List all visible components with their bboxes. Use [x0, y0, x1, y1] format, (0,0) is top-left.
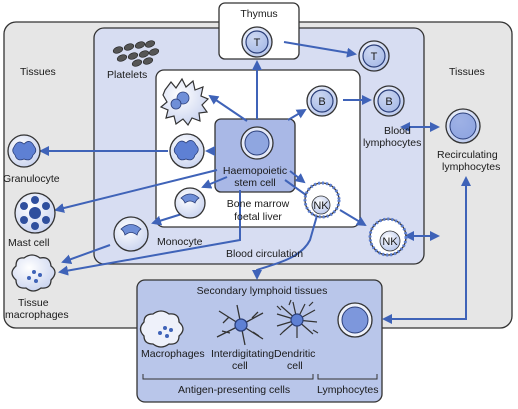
interdigitating-label-1: Interdigitating — [211, 348, 274, 360]
tissue-macrophage-icon — [11, 254, 56, 292]
interdigitating-cell-icon — [216, 304, 264, 346]
platelets-icon — [112, 40, 160, 67]
recirculating-label-1: Recirculating — [437, 149, 498, 161]
b-cell-label-blood: B — [385, 96, 392, 108]
thymus-label: Thymus — [240, 8, 277, 20]
stem-cell-label-1: Haemopoietic — [223, 165, 287, 177]
mast-cell-icon — [14, 192, 56, 234]
t-cell-label-thymus: T — [254, 37, 261, 49]
platelets-label: Platelets — [107, 69, 147, 81]
marrow-b-cell: B — [306, 85, 338, 117]
nk-label-blood: NK — [382, 236, 398, 248]
dendritic-label-1: Dendritic — [274, 348, 315, 360]
antigen-presenting-label: Antigen-presenting cells — [178, 384, 290, 396]
interdigitating-label-2: cell — [232, 360, 248, 372]
t-cell-label-blood: T — [371, 51, 378, 63]
arrows — [39, 41, 471, 324]
blood-t-cell: T — [358, 40, 390, 72]
dendritic-label-2: cell — [287, 360, 303, 372]
marrow-granulocyte-icon — [169, 133, 205, 169]
blood-nk-cell: NK — [368, 217, 408, 257]
granulocyte-label: Granulocyte — [3, 173, 60, 185]
marrow-nk-cell: NK — [303, 181, 341, 219]
blood-lymphocytes-label-2: lymphocytes — [363, 137, 421, 149]
nk-label-marrow: NK — [313, 200, 329, 212]
tissue-granulocyte-icon — [7, 134, 41, 168]
blood-circulation-label: Blood circulation — [226, 248, 303, 260]
secondary-lymphoid-panel — [136, 279, 383, 403]
tissue-macrophages-label-2: macrophages — [5, 309, 69, 321]
secondary-lymphoid-label: Secondary lymphoid tissues — [197, 285, 328, 297]
secondary-lymphocyte-icon — [337, 302, 373, 338]
lymphocytes-label: Lymphocytes — [317, 384, 378, 396]
blood-b-cell: B — [373, 85, 405, 117]
macrophages-label: Macrophages — [141, 348, 205, 360]
tissues-label-right: Tissues — [449, 66, 485, 78]
stem-cell-label-2: stem cell — [234, 177, 275, 189]
recirculating-lymphocyte-icon — [445, 108, 481, 144]
thymus-t-cell: T — [241, 26, 273, 58]
marrow-monocyte-icon — [174, 187, 206, 219]
mast-cell-label: Mast cell — [8, 237, 49, 249]
tissue-macrophages-label-1: Tissue — [18, 297, 49, 309]
blood-monocyte-icon — [113, 216, 149, 252]
blood-lymphocytes-label-1: Blood — [384, 125, 411, 137]
tissues-label-left: Tissues — [20, 66, 56, 78]
bone-marrow-label-1: Bone marrow — [227, 198, 290, 210]
bone-marrow-label-2: foetal liver — [234, 211, 282, 223]
dendritic-cell-icon — [276, 299, 319, 338]
bracket-lines — [142, 374, 378, 380]
stem-cell-icon — [240, 126, 274, 160]
monocyte-label: Monocyte — [157, 236, 203, 248]
secondary-macrophage-icon — [139, 310, 184, 348]
recirculating-label-2: lymphocytes — [442, 161, 500, 173]
megakaryocyte-icon — [159, 77, 210, 127]
b-cell-label-marrow: B — [318, 96, 325, 108]
